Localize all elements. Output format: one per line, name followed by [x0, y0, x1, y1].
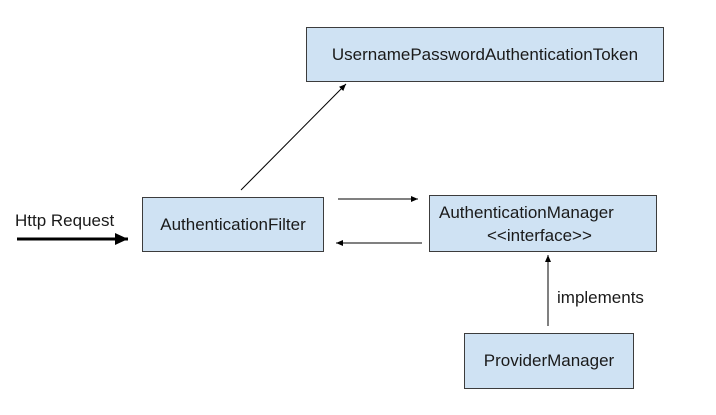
provider-node-label: ProviderManager [483, 351, 615, 370]
authentication-manager-node: AuthenticationManager <<interface>> [429, 195, 657, 252]
http-request-label: Http Request [15, 211, 115, 230]
filter-node-label: AuthenticationFilter [160, 214, 306, 234]
implements-label: implements [557, 288, 644, 307]
username-password-token-node: UsernamePasswordAuthenticationToken [306, 27, 664, 82]
provider-manager-node: ProviderManager [464, 333, 634, 389]
filter-to-token-arrow [240, 83, 347, 191]
authentication-filter-node: AuthenticationFilter [142, 197, 324, 252]
token-node-label: UsernamePasswordAuthenticationToken [331, 44, 639, 64]
manager-node-title: AuthenticationManager [439, 203, 614, 222]
manager-node-stereotype: <<interface>> [487, 226, 592, 245]
